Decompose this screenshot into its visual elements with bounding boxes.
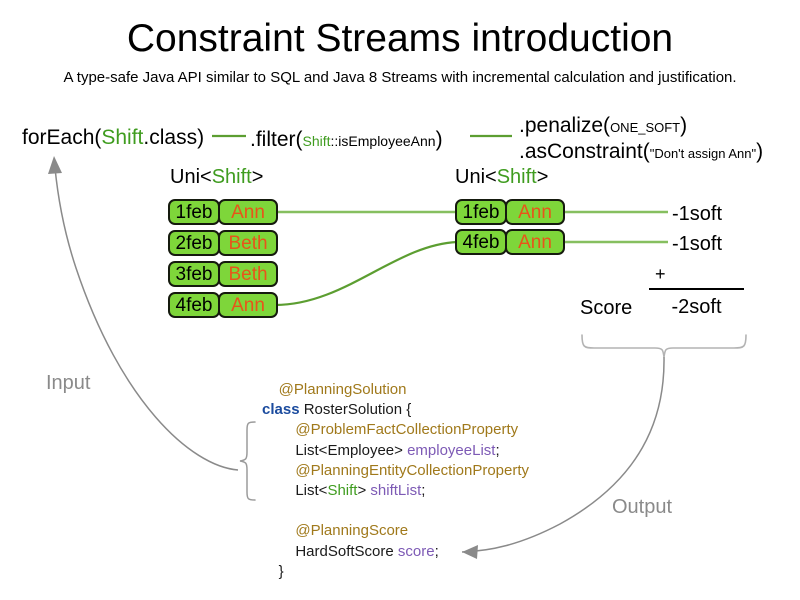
fact-row: 1feb Ann <box>168 199 280 227</box>
uni1-type: Shift <box>211 166 252 188</box>
fact-employee: Beth <box>218 230 278 256</box>
pipeline-asconstraint: .asConstraint("Don't assign Ann") <box>519 140 763 166</box>
score-operator: + <box>655 264 666 284</box>
score-total: -2soft <box>671 296 722 318</box>
uni1-prefix: Uni< <box>170 166 212 188</box>
stream-2-label: Uni<Shift> <box>455 166 548 189</box>
foreach-call: forEach( <box>22 126 102 149</box>
asconstraint-call: .asConstraint( <box>519 140 650 163</box>
score-label: Score <box>580 297 633 319</box>
penalty-value: -1soft <box>672 203 723 225</box>
fact-employee: Beth <box>218 261 278 287</box>
code-line: class RosterSolution { <box>262 401 412 419</box>
output-label: Output <box>612 496 673 518</box>
filter-call: .filter( <box>250 128 303 151</box>
stream-1-label: Uni<Shift> <box>170 166 263 189</box>
filter-type: Shift <box>302 133 331 149</box>
fact-row: 2feb Beth <box>168 230 280 258</box>
foreach-type: Shift <box>101 126 144 149</box>
code-line: @PlanningScore <box>295 522 409 540</box>
fact-date: 4feb <box>168 292 220 318</box>
pipeline-foreach: forEach(Shift.class) <box>22 126 204 150</box>
fact-date: 2feb <box>168 230 220 256</box>
domain-model-code: @PlanningSolution class RosterSolution {… <box>262 380 529 582</box>
code-line: } <box>262 562 284 580</box>
asconstraint-suffix: ) <box>756 140 764 163</box>
fact-date: 1feb <box>168 199 220 225</box>
score-divider <box>649 288 744 290</box>
fact-employee: Ann <box>505 229 565 255</box>
fact-date: 3feb <box>168 261 220 287</box>
code-line: List<Shift> shiftList; <box>262 482 426 500</box>
code-line: @PlanningEntityCollectionProperty <box>295 461 530 479</box>
input-label: Input <box>46 372 91 394</box>
filter-method: ::isEmployeeAnn <box>330 133 436 149</box>
asconstraint-arg: "Don't assign Ann" <box>649 146 757 161</box>
page-subtitle: A type-safe Java API similar to SQL and … <box>63 69 737 86</box>
fact-row: 1feb Ann <box>455 199 567 227</box>
pipeline-penalize: .penalize(ONE_SOFT) <box>519 114 687 140</box>
penalty-value: -1soft <box>672 233 723 255</box>
uni2-suffix: > <box>536 166 549 188</box>
uni1-suffix: > <box>251 166 264 188</box>
penalize-arg: ONE_SOFT <box>610 120 681 135</box>
fact-employee: Ann <box>218 292 278 318</box>
fact-date: 1feb <box>455 199 507 225</box>
fact-date: 4feb <box>455 229 507 255</box>
penalize-call: .penalize( <box>519 114 611 137</box>
fact-row: 4feb Ann <box>168 292 280 320</box>
code-line: List<Employee> employeeList; <box>262 441 500 459</box>
fact-employee: Ann <box>505 199 565 225</box>
filter-suffix: ) <box>435 128 443 151</box>
code-line: @ProblemFactCollectionProperty <box>295 421 519 439</box>
penalize-suffix: ) <box>680 114 688 137</box>
uni2-prefix: Uni< <box>455 166 497 188</box>
pipeline-filter: .filter(Shift::isEmployeeAnn) <box>250 128 443 153</box>
fact-row: 3feb Beth <box>168 261 280 289</box>
code-line: HardSoftScore score; <box>262 542 439 560</box>
fact-employee: Ann <box>218 199 278 225</box>
page-title: Constraint Streams introduction <box>126 17 674 60</box>
uni2-type: Shift <box>496 166 537 188</box>
code-line-blank <box>262 501 529 521</box>
code-line: @PlanningSolution <box>278 381 407 398</box>
foreach-suffix: .class) <box>143 126 205 149</box>
fact-row: 4feb Ann <box>455 229 567 257</box>
